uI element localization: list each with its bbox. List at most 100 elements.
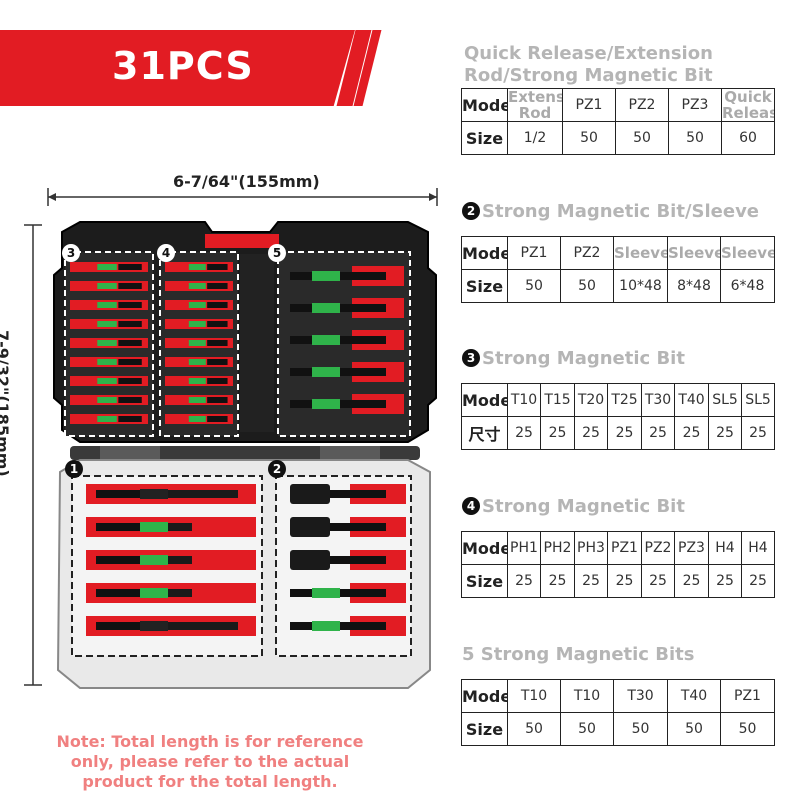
table-cell: 25	[607, 416, 642, 450]
table-cell: T10	[560, 679, 614, 713]
table-cell: SL5	[708, 383, 742, 417]
table-row: Model T10 T10 T30 T40 PZ1	[461, 679, 775, 713]
table-row: Size 25 25 25 25 25 25 25 25	[461, 564, 775, 598]
section3-number: 3	[462, 349, 480, 367]
table-row: Size 50 50 50 50 50	[461, 712, 775, 746]
row-header: Size	[461, 564, 508, 598]
table-cell: 50	[560, 269, 614, 303]
table-cell: 25	[574, 564, 608, 598]
note-line: product for the total length.	[82, 772, 338, 791]
height-dimension-label: 7-9/32"(185mm)	[0, 330, 12, 477]
table-cell: Sleeve	[667, 236, 721, 270]
table-cell: 25	[507, 416, 541, 450]
table-cell: 25	[708, 416, 742, 450]
row-header: Size	[461, 121, 508, 155]
table-cell: PH2	[540, 531, 575, 565]
table-cell: Sleeve	[720, 236, 775, 270]
row-header: Size	[461, 712, 508, 746]
table-cell: 25	[708, 564, 742, 598]
table-cell: 60	[721, 121, 775, 155]
table-cell: PZ2	[615, 88, 669, 122]
table-cell: PH1	[507, 531, 541, 565]
note-line: Note: Total length is for reference	[56, 732, 364, 751]
table-row: Size 1/2 50 50 50 60	[461, 121, 775, 155]
row-header: Model	[461, 679, 508, 713]
bit-slot	[70, 376, 148, 386]
table-row: Model PZ1 PZ2 Sleeve Sleeve Sleeve	[461, 236, 775, 270]
table-cell: Extension Rod	[507, 88, 563, 122]
bit-slot	[86, 583, 256, 603]
table-cell: T15	[540, 383, 575, 417]
compartment-badge-3: 3	[62, 244, 80, 262]
bit-slot	[165, 376, 233, 386]
bit-slot	[70, 395, 148, 405]
table-cell: 50	[562, 121, 616, 155]
table-cell: 8*48	[667, 269, 721, 303]
bit-slot	[290, 484, 406, 504]
table-cell: Sleeve	[613, 236, 668, 270]
bit-slot	[165, 319, 233, 329]
table-row: Model T10 T15 T20 T25 T30 T40 SL5 SL5	[461, 383, 775, 417]
section2-table: Model PZ1 PZ2 Sleeve Sleeve Sleeve Size …	[461, 236, 775, 303]
compartment-badge-1: 1	[65, 460, 83, 478]
bit-slot	[290, 298, 404, 318]
table-cell: 6*48	[720, 269, 775, 303]
table-cell: PZ1	[720, 679, 775, 713]
bit-slot	[70, 338, 148, 348]
bit-slot	[86, 484, 256, 504]
table-cell: T40	[667, 679, 721, 713]
row-header: 尺寸	[461, 416, 508, 450]
row-header: Model	[461, 531, 508, 565]
table-cell: T30	[613, 679, 668, 713]
table-cell: SL5	[741, 383, 775, 417]
bit-slot	[165, 414, 233, 424]
table-cell: 1/2	[507, 121, 563, 155]
bit-slot	[86, 550, 256, 570]
table-row: Model Extension Rod PZ1 PZ2 PZ3 Quick Re…	[461, 88, 775, 122]
bit-slot	[165, 395, 233, 405]
table-row: Model PH1 PH2 PH3 PZ1 PZ2 PZ3 H4 H4	[461, 531, 775, 565]
section2-number: 2	[462, 202, 480, 220]
table-cell: H4	[741, 531, 775, 565]
bit-slot	[290, 583, 406, 603]
row-header: Model	[461, 383, 508, 417]
bit-slot	[165, 300, 233, 310]
table-cell: PZ3	[674, 531, 709, 565]
section4-title: Strong Magnetic Bit	[482, 496, 685, 517]
table-cell: PZ1	[607, 531, 642, 565]
compartment-badge-2: 2	[268, 460, 286, 478]
section5-table: Model T10 T10 T30 T40 PZ1 Size 50 50 50 …	[461, 679, 775, 746]
reference-note: Note: Total length is for reference only…	[20, 732, 400, 792]
bit-slot	[290, 330, 404, 350]
bit-slot	[290, 616, 406, 636]
note-line: only, please refer to the actual	[70, 752, 350, 771]
table-cell: 25	[741, 416, 775, 450]
table-cell: 50	[615, 121, 669, 155]
section3-table: Model T10 T15 T20 T25 T30 T40 SL5 SL5 尺寸…	[461, 383, 775, 450]
table-cell: 50	[667, 712, 721, 746]
bit-slot	[290, 394, 404, 414]
table-cell: T10	[507, 679, 561, 713]
table-cell: 25	[540, 564, 575, 598]
table-cell: 25	[507, 564, 541, 598]
bit-slot	[70, 262, 148, 272]
table-cell: PH3	[574, 531, 608, 565]
section5-title: 5 Strong Magnetic Bits	[462, 644, 695, 665]
section1-title-line2: Rod/Strong Magnetic Bit	[464, 65, 713, 86]
section1-title-line1: Quick Release/Extension	[464, 43, 713, 64]
bit-slot	[70, 281, 148, 291]
bit-slot	[165, 338, 233, 348]
bit-slot	[165, 281, 233, 291]
table-cell: 25	[574, 416, 608, 450]
row-header: Size	[461, 269, 508, 303]
banner-title: 31PCS	[112, 44, 254, 88]
table-cell: 25	[741, 564, 775, 598]
section4-table: Model PH1 PH2 PH3 PZ1 PZ2 PZ3 H4 H4 Size…	[461, 531, 775, 598]
bit-slot	[290, 517, 406, 537]
table-cell: 50	[560, 712, 614, 746]
section1-table: Model Extension Rod PZ1 PZ2 PZ3 Quick Re…	[461, 88, 775, 155]
section4-number: 4	[462, 497, 480, 515]
compartment-badge-4: 4	[157, 244, 175, 262]
table-cell: PZ1	[562, 88, 616, 122]
table-cell: T30	[641, 383, 675, 417]
